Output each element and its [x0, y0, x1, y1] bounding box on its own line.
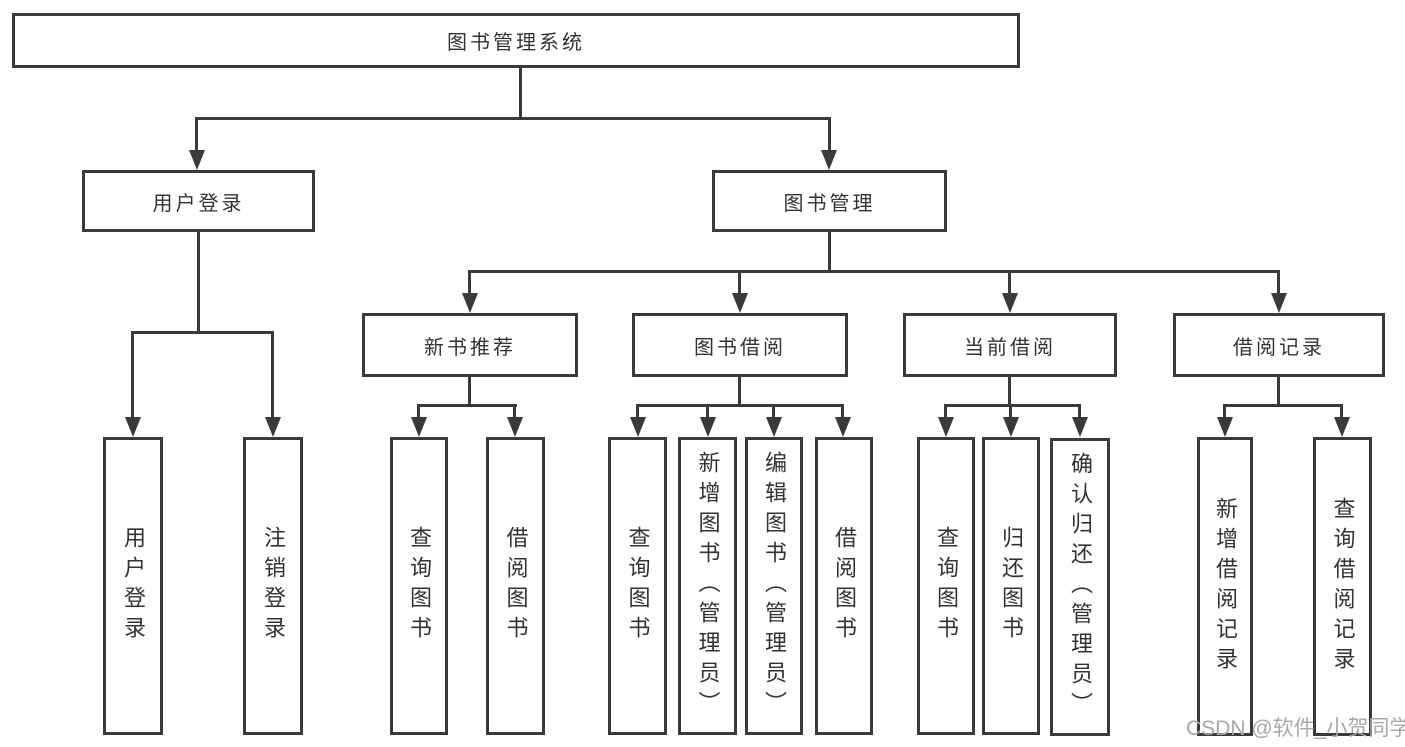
connector-arrowhead: [507, 417, 523, 437]
node-book-borrow: 图书借阅: [632, 313, 848, 377]
connector-arrowhead: [1334, 417, 1350, 437]
node-leaf-borrow-books-recommend: 借阅图书: [486, 437, 545, 735]
connector-line: [468, 270, 471, 296]
connector-arrowhead: [1072, 417, 1088, 437]
connector-line: [841, 404, 844, 419]
connector-arrowhead: [125, 417, 141, 437]
node-new-book-recommend: 新书推荐: [362, 313, 578, 377]
node-leaf-query-books-recommend: 查询图书: [390, 437, 448, 735]
connector-line: [636, 404, 844, 407]
node-leaf-logout-label: 注销登录: [261, 526, 286, 646]
node-leaf-logout: 注销登录: [243, 437, 303, 735]
node-root-label: 图书管理系统: [447, 32, 585, 54]
node-leaf-return-books-label: 归还图书: [999, 526, 1024, 646]
connector-arrowhead: [462, 293, 478, 313]
connector-line: [828, 117, 831, 153]
node-leaf-add-books-admin: 新增图书（管理员）: [678, 437, 737, 735]
connector-line: [1008, 270, 1011, 296]
node-borrow-records: 借阅记录: [1173, 313, 1385, 377]
connector-arrowhead: [938, 417, 954, 437]
node-leaf-confirm-return-admin: 确认归还（管理员）: [1050, 438, 1110, 736]
node-current-borrow: 当前借阅: [903, 313, 1117, 377]
connector-arrowhead: [700, 417, 716, 437]
connector-line: [271, 331, 274, 419]
connector-line: [1078, 404, 1081, 419]
node-leaf-add-borrow-record: 新增借阅记录: [1197, 437, 1253, 736]
node-leaf-borrow-books-borrow: 借阅图书: [815, 437, 873, 735]
connector-line: [1223, 404, 1226, 419]
connector-line: [944, 404, 947, 419]
connector-line: [706, 404, 709, 419]
connector-line: [738, 377, 741, 407]
node-leaf-query-books-borrow: 查询图书: [608, 437, 667, 735]
connector-line: [636, 404, 639, 419]
node-book-management: 图书管理: [712, 170, 947, 232]
node-leaf-user-login-label: 用户登录: [121, 526, 146, 646]
node-current-borrow-label: 当前借阅: [964, 336, 1056, 359]
node-leaf-edit-books-admin-label: 编辑图书（管理员）: [762, 451, 787, 721]
connector-line: [1008, 377, 1011, 407]
node-root: 图书管理系统: [12, 13, 1020, 68]
connector-line: [1277, 270, 1280, 296]
node-leaf-confirm-return-admin-label: 确认归还（管理员）: [1068, 452, 1093, 722]
connector-arrowhead: [1217, 417, 1233, 437]
connector-arrowhead: [766, 417, 782, 437]
connector-line: [1340, 404, 1343, 419]
connector-line: [738, 270, 741, 296]
connector-line: [1009, 404, 1012, 419]
connector-arrowhead: [732, 293, 748, 313]
node-leaf-query-books-borrow-label: 查询图书: [625, 526, 651, 646]
csdn-watermark: CSDN @软件_小贺同学: [1186, 717, 1405, 740]
connector-line: [944, 404, 1080, 407]
connector-arrowhead: [1003, 417, 1019, 437]
node-leaf-return-books: 归还图书: [982, 437, 1040, 735]
node-leaf-borrow-books-borrow-label: 借阅图书: [832, 526, 857, 646]
connector-arrowhead: [189, 150, 205, 170]
connector-line: [828, 232, 831, 273]
node-book-borrow-label: 图书借阅: [694, 336, 786, 359]
connector-line: [131, 331, 134, 419]
node-leaf-query-books-recommend-label: 查询图书: [407, 526, 432, 646]
connector-arrowhead: [265, 417, 281, 437]
node-user-login: 用户登录: [82, 170, 315, 232]
connector-arrowhead: [1002, 293, 1018, 313]
node-leaf-query-borrow-record-label: 查询借阅记录: [1330, 496, 1356, 677]
connector-arrowhead: [821, 150, 837, 170]
connector-line: [519, 68, 522, 120]
node-leaf-add-borrow-record-label: 新增借阅记录: [1213, 496, 1238, 677]
node-book-management-label: 图书管理: [783, 192, 876, 215]
node-leaf-query-borrow-record: 查询借阅记录: [1313, 437, 1372, 736]
node-leaf-user-login: 用户登录: [103, 437, 163, 735]
connector-line: [513, 404, 516, 419]
node-leaf-query-books-current-label: 查询图书: [934, 526, 959, 646]
connector-line: [131, 331, 274, 334]
connector-arrowhead: [1271, 293, 1287, 313]
connector-arrowhead: [835, 417, 851, 437]
connector-line: [468, 377, 471, 407]
connector-line: [195, 117, 830, 120]
node-user-login-label: 用户登录: [152, 192, 245, 215]
connector-line: [197, 232, 200, 334]
node-leaf-query-books-current: 查询图书: [917, 437, 975, 735]
node-borrow-records-label: 借阅记录: [1233, 336, 1325, 359]
connector-line: [772, 404, 775, 419]
connector-arrowhead: [630, 417, 646, 437]
connector-line: [195, 117, 198, 153]
connector-line: [417, 404, 517, 407]
connector-arrowhead: [411, 417, 427, 437]
connector-line: [468, 270, 1279, 273]
connector-line: [417, 404, 420, 419]
connector-line: [1277, 377, 1280, 407]
connector-line: [1223, 404, 1343, 407]
node-leaf-add-books-admin-label: 新增图书（管理员）: [695, 451, 721, 721]
node-leaf-edit-books-admin: 编辑图书（管理员）: [745, 437, 803, 735]
node-new-book-recommend-label: 新书推荐: [424, 336, 516, 359]
node-leaf-borrow-books-recommend-label: 借阅图书: [503, 526, 529, 646]
